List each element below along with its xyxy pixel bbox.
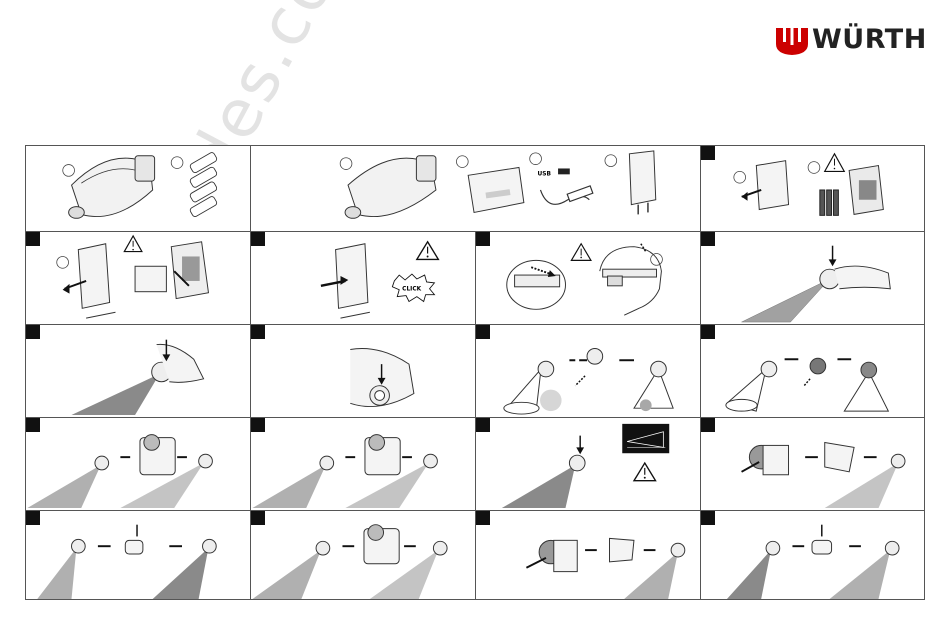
step-cell-r3c4 [700,324,925,418]
mode-sequence-illustration [701,418,924,510]
step-cell-r2c3 [475,231,701,325]
beam-diagram-icon [622,424,669,453]
focus-sequence-illustration [476,325,700,417]
warning-icon [825,154,845,172]
step-cell-r4c3 [475,417,701,511]
step-cell-r5c4 [700,510,925,600]
battery-pack-insert-illustration [26,232,250,324]
usb-label: USB [538,171,552,177]
instruction-grid: USB [25,145,925,600]
warning-icon [634,463,656,481]
step-cell-r3c1 [25,324,251,418]
step-cell-r5c2 [250,510,476,600]
click-label: CLICK [402,287,422,293]
light-on-illustration [701,232,924,324]
step-cell-r4c1 [25,417,251,511]
strap-adjust-illustration [476,232,700,324]
brand-name: WÜRTH [812,24,927,55]
battery-replacement-illustration [701,146,924,231]
warning-icon [417,242,439,260]
step-cell-r2c1 [25,231,251,325]
step-cell-r2c4 [700,231,925,325]
mode-sequence-illustration [251,511,475,599]
headlamp-charging-set-illustration: USB [251,146,700,231]
mode-sequence-illustration [26,418,250,510]
mode-sequence-illustration [251,418,475,510]
step-cell-r1c2: USB [250,145,701,232]
mode-sequence-illustration [26,511,250,599]
step-cell-r1c1 [25,145,251,232]
batteries-icon [820,190,839,215]
step-cell-r5c3 [475,510,701,600]
battery-click-illustration: CLICK [251,232,475,324]
headlamp-and-batteries-illustration [26,146,250,231]
step-cell-r3c2 [250,324,476,418]
step-cell-r2c2: CLICK [250,231,476,325]
headlamp-front-illustration [251,325,475,417]
head-icon [600,247,662,316]
step-cell-r4c2 [250,417,476,511]
battery-pack-icon [468,167,524,212]
step-cell-r4c4 [700,417,925,511]
usb-cable-icon [540,186,592,204]
mode-sequence-illustration [701,511,924,599]
beam-warning-illustration [476,418,700,510]
step-cell-r1c3 [700,145,925,232]
charger-icon [629,151,655,215]
step-cell-r3c3 [475,324,701,418]
light-beam-illustration [26,325,250,417]
focus-sequence-2-illustration [701,325,924,417]
mode-sequence-illustration [476,511,700,599]
warning-icon [124,236,142,252]
warning-icon [571,244,591,261]
batteries-icon [189,152,218,218]
click-badge: CLICK [392,274,434,301]
step-cell-r5c1 [25,510,251,600]
